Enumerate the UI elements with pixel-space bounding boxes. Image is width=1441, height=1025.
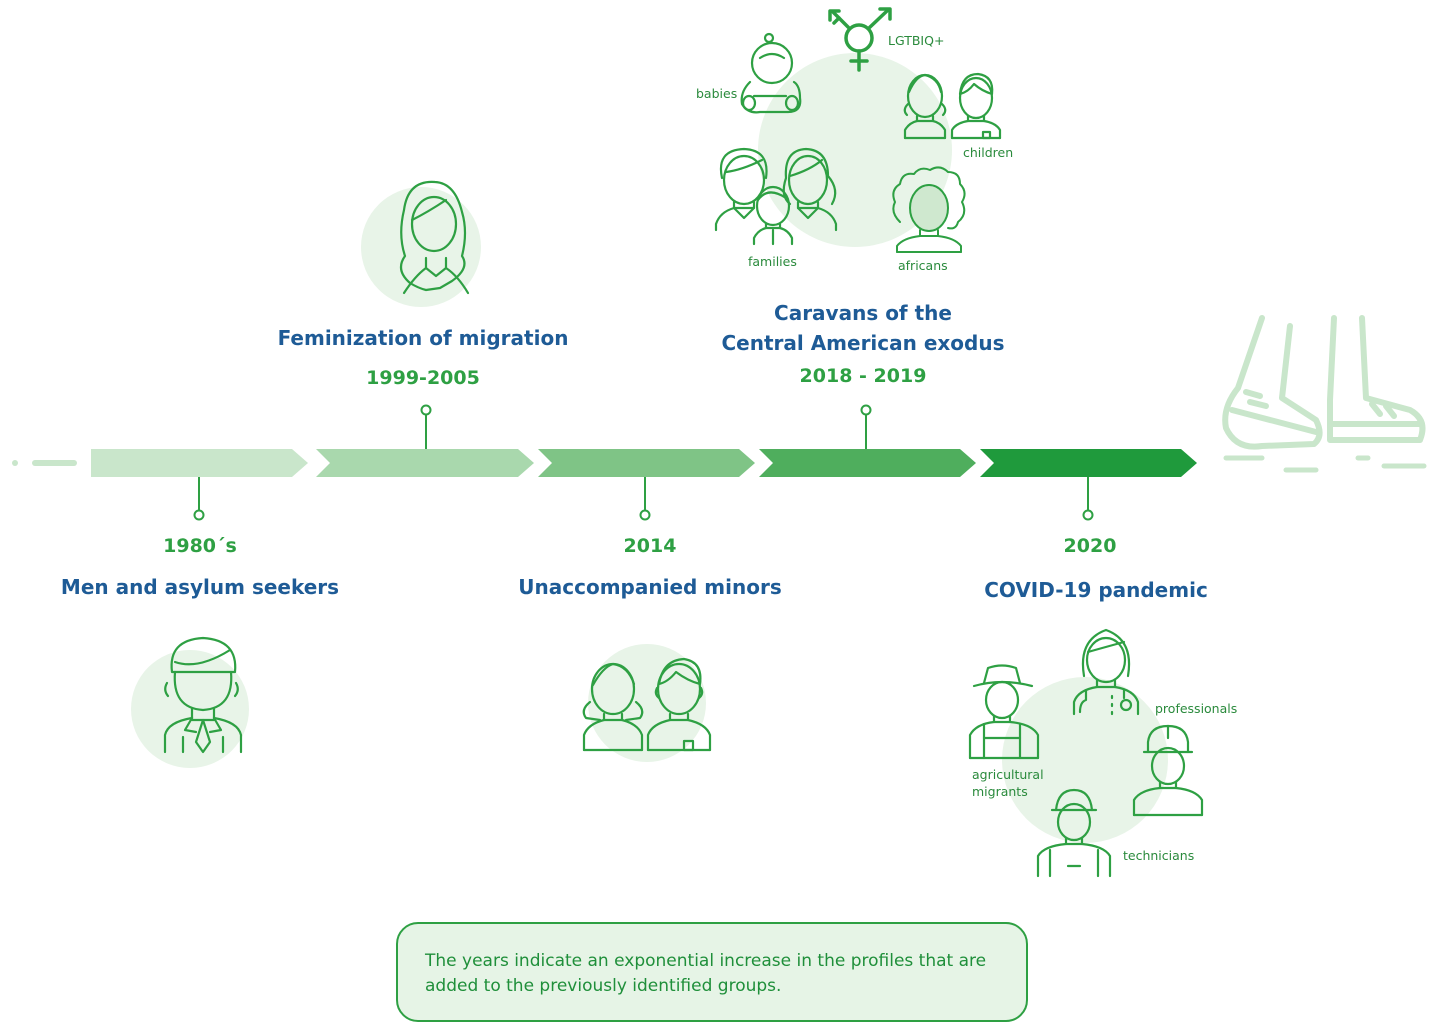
profile-label-children: children [963, 145, 1014, 160]
pin-2020 [1082, 477, 1094, 521]
milestone-2018-2019-period: 2018 - 2019 [799, 365, 927, 387]
profile-label-babies: babies [696, 86, 738, 101]
profile-label-agricultural-migrants: agricultural migrants [972, 767, 1044, 799]
pin-1999-2005 [420, 404, 432, 449]
children-icon [582, 657, 712, 752]
milestone-1980s-title: Men and asylum seekers [60, 575, 340, 599]
lgbtiq-symbol-icon [828, 7, 892, 72]
milestone-1999-2005-period: 1999-2005 [366, 367, 480, 389]
profile-label-lgtbiq: LGTBIQ+ [888, 33, 945, 48]
milestone-2018-2019-title-line1: Caravans of the [774, 301, 952, 325]
timeline-lead-in [12, 460, 77, 466]
pin-1980s [193, 477, 205, 521]
construction-worker-icon [1132, 724, 1204, 817]
family-icon [714, 147, 838, 246]
timeline-segment-4 [759, 449, 976, 477]
pin-2018-2019 [860, 404, 872, 449]
man-icon [163, 636, 243, 754]
milestone-2018-2019-title-line2: Central American exodus [721, 331, 1005, 355]
technician-icon [1036, 788, 1112, 878]
milestone-pins [193, 404, 1094, 521]
milestone-1999-2005-title: Feminization of migration [277, 326, 569, 350]
milestone-2020-period: 2020 [1063, 535, 1117, 557]
baby-icon [740, 32, 802, 114]
african-person-icon [892, 166, 966, 253]
profile-label-professionals: professionals [1155, 701, 1238, 716]
timeline-segment-3 [538, 449, 755, 477]
timeline-segment-1 [91, 449, 308, 477]
timeline-bar [91, 449, 1197, 477]
children-icon-caravan [903, 72, 1002, 140]
woman-icon [399, 180, 470, 295]
profile-label-technicians: technicians [1123, 848, 1195, 863]
background-bubbles [131, 53, 1168, 843]
profile-label-africans: africans [898, 258, 948, 273]
timeline-segment-5 [980, 449, 1197, 477]
milestone-1980s-period: 1980´s [163, 535, 237, 557]
profile-label-families: families [748, 254, 797, 269]
milestone-2014-period: 2014 [623, 535, 677, 557]
pin-2014 [639, 477, 651, 521]
note-text: The years indicate an exponential increa… [425, 951, 987, 996]
note-box: The years indicate an exponential increa… [396, 922, 1028, 1022]
walking-feet-icon [1222, 315, 1427, 473]
doctor-icon [1072, 628, 1140, 716]
milestone-2014-title: Unaccompanied minors [518, 575, 782, 599]
timeline-segment-2 [316, 449, 534, 477]
agricultural-worker-icon [968, 664, 1040, 760]
milestone-2020-title: COVID-19 pandemic [984, 578, 1208, 602]
